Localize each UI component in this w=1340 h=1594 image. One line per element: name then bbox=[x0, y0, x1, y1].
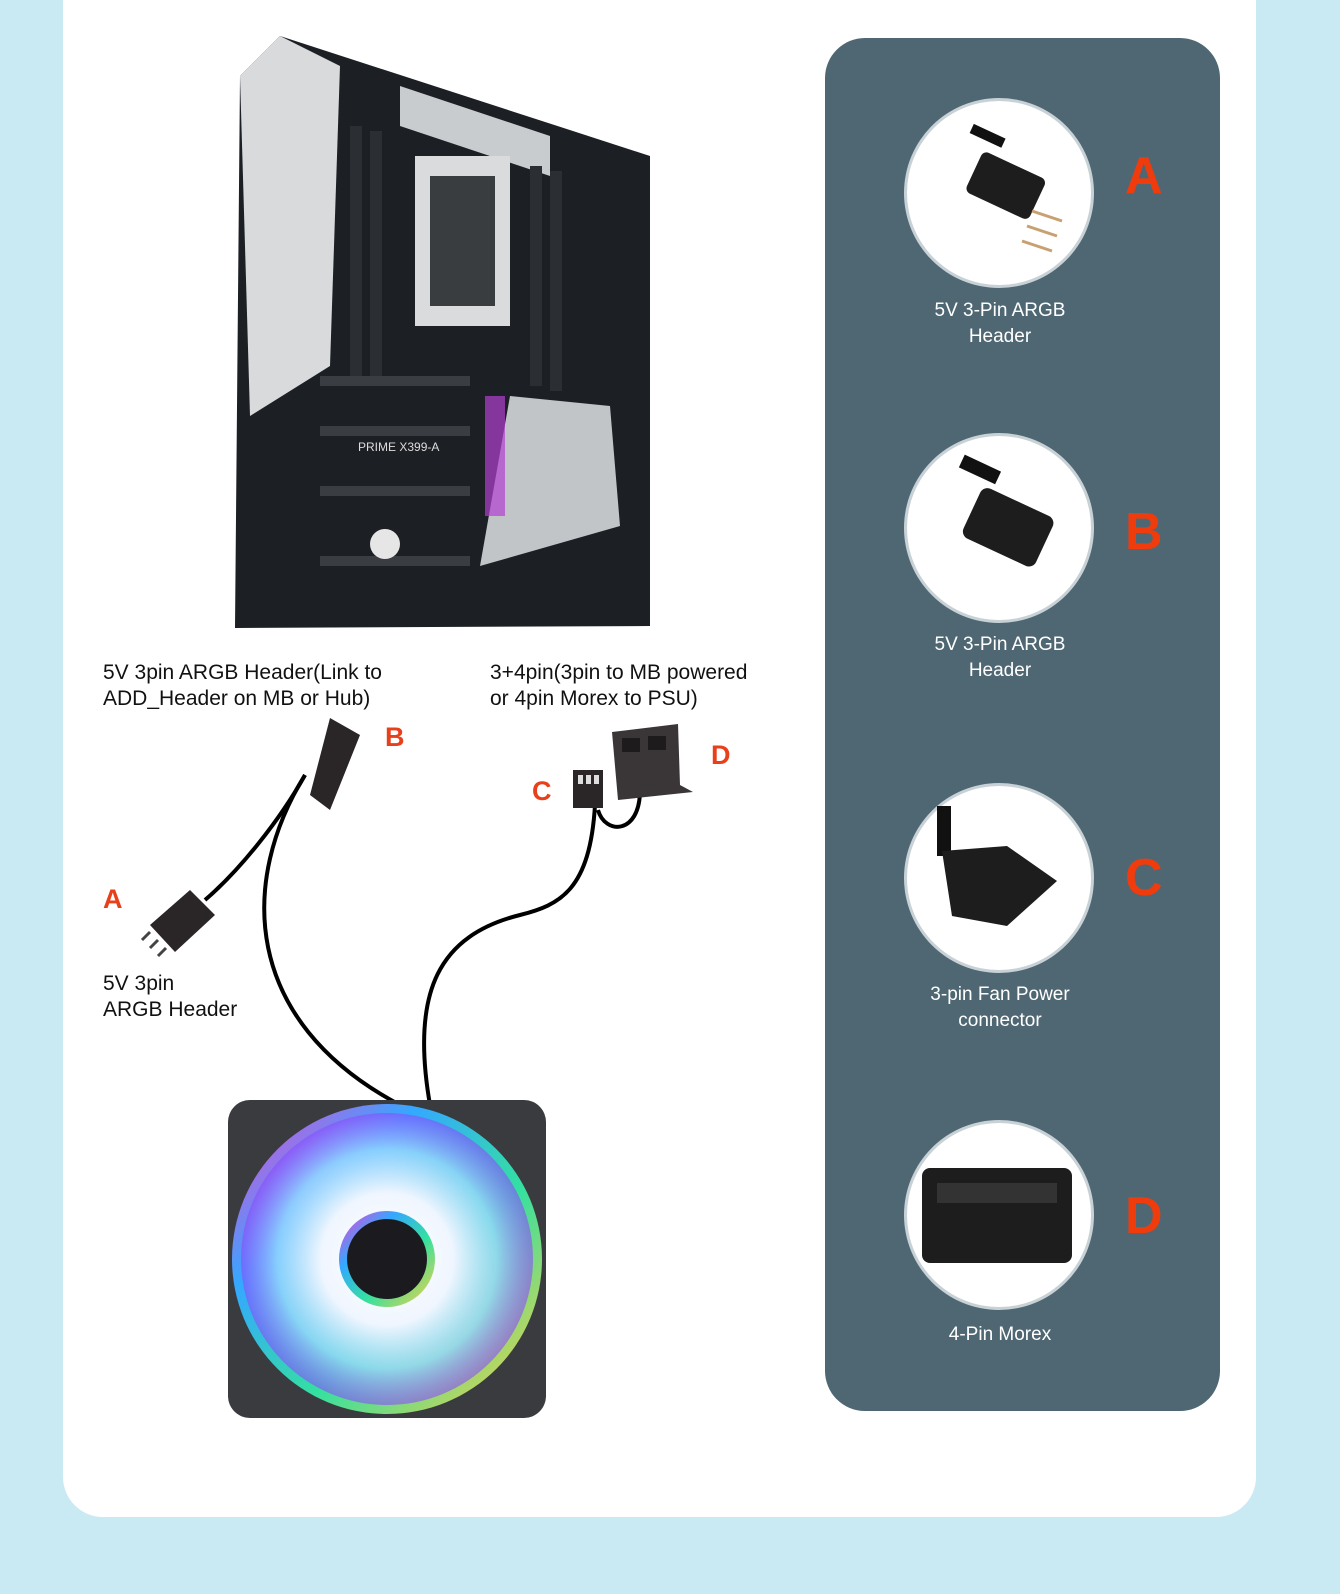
connector-a-icon bbox=[140, 890, 215, 958]
legend-letter-d: D bbox=[1125, 1187, 1163, 1245]
cable-b bbox=[262, 773, 401, 1107]
argb-link-line2: ADD_Header on MB or Hub) bbox=[103, 687, 371, 710]
cable-power bbox=[422, 804, 597, 1106]
argb-a-line2: ARGB Header bbox=[103, 998, 238, 1021]
tag-a: A bbox=[103, 884, 123, 914]
argb-a-line1: 5V 3pin bbox=[103, 972, 175, 995]
legend-label-b-line1: 5V 3-Pin ARGB bbox=[934, 634, 1066, 655]
argb-link-line1: 5V 3pin ARGB Header(Link to bbox=[103, 661, 382, 684]
legend-label-c-line1: 3-pin Fan Power bbox=[930, 984, 1070, 1005]
tag-d: D bbox=[711, 740, 731, 770]
fan-3pin-connector-icon bbox=[907, 786, 1091, 970]
legend-letter-c: C bbox=[1125, 849, 1163, 907]
connector-c-icon bbox=[573, 770, 603, 808]
motherboard-image: PRIME X399-A bbox=[235, 36, 650, 628]
legend-label-a-line1: 5V 3-Pin ARGB bbox=[934, 300, 1066, 321]
cable-diagram bbox=[140, 718, 693, 1107]
legend-label-b-line2: Header bbox=[968, 660, 1032, 681]
connector-b-icon bbox=[310, 718, 360, 810]
argb-female-connector-icon bbox=[907, 436, 1091, 620]
argb-male-connector-icon bbox=[907, 101, 1091, 285]
legend-label-d: 4-Pin Morex bbox=[948, 1324, 1052, 1345]
legend-letter-b: B bbox=[1125, 503, 1163, 561]
legend-label-a-line2: Header bbox=[968, 326, 1032, 347]
argb-link-label: 5V 3pin ARGB Header(Link to ADD_Header o… bbox=[103, 660, 382, 712]
power-line2: or 4pin Morex to PSU) bbox=[490, 687, 698, 710]
legend-label-c-line2: connector bbox=[958, 1010, 1042, 1031]
connector-d-icon bbox=[612, 724, 693, 800]
cable-split bbox=[596, 789, 642, 829]
board-model-text: PRIME X399-A bbox=[358, 440, 439, 454]
molex-connector-icon bbox=[907, 1123, 1091, 1307]
tag-c: C bbox=[532, 776, 552, 806]
connector-legend-panel: A 5V 3-Pin ARGB Header B 5V 3-Pin ARGB Hea… bbox=[825, 38, 1220, 1411]
legend-letter-a: A bbox=[1125, 147, 1163, 205]
power-line1: 3+4pin(3pin to MB powered bbox=[490, 661, 748, 684]
cable-a bbox=[203, 774, 307, 902]
power-label: 3+4pin(3pin to MB powered or 4pin Morex … bbox=[490, 660, 747, 712]
tag-b: B bbox=[385, 722, 405, 752]
argb-a-label: 5V 3pin ARGB Header bbox=[103, 971, 237, 1023]
argb-fan-image bbox=[228, 1100, 546, 1418]
